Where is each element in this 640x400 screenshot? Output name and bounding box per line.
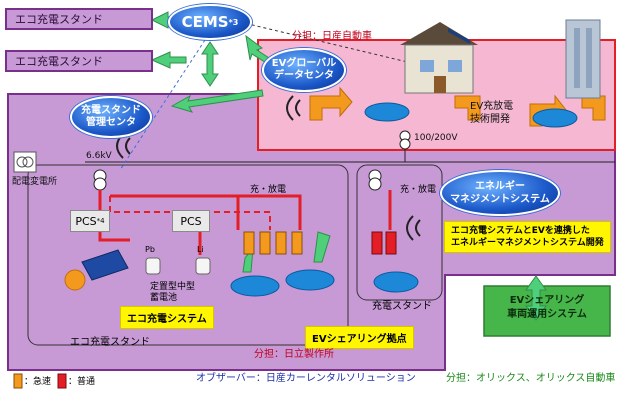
eco-charging-system-tag: エコ充電システム (120, 306, 214, 329)
red-line-1 (98, 190, 130, 242)
eco-stand-box-1: エコ充電スタンド (5, 8, 153, 30)
orange-arrow-2 (454, 95, 481, 121)
pcs4-box: PCS*4 (70, 210, 110, 232)
ev-sharing-hub-tag: EVシェアリング拠点 (305, 326, 414, 349)
house-roof (400, 22, 478, 45)
eco-charging-stand-bottom-label: エコ充電スタンド (70, 337, 150, 348)
ev-global-data-center-node: EVグローバル データセンタ (262, 48, 346, 92)
charging-stand-right-label: 充電スタンド (372, 301, 432, 312)
energy-mgmt-dev-tag: エコ充電システムとEVを連携した エネルギーマネジメントシステム開発 (444, 221, 611, 254)
building-windows-1 (574, 28, 580, 88)
solar-panel-roof (448, 28, 470, 44)
house-window-2 (448, 60, 462, 72)
observer-label: オブザーバー：日産カーレンタルソリューション (196, 373, 416, 384)
arrow-mgmt-evdc (170, 89, 264, 113)
car-nissan-1 (364, 102, 410, 122)
wave-evdc-1 (295, 99, 301, 117)
battery-label: 定置型中型 蓄電池 (150, 282, 196, 303)
legend-normal-label: ：普通 (68, 377, 96, 387)
car-nissan-2 (532, 108, 578, 128)
energy-mgmt-node: エネルギー マネジメントシステム (440, 170, 560, 216)
ev-global-data-center-label: EVグローバル データセンタ (271, 57, 337, 82)
charger-normal-2 (385, 231, 397, 255)
pcs4-sup: *4 (96, 217, 105, 225)
cems-label: CEMS (181, 13, 229, 31)
charger-normal-1 (371, 231, 383, 255)
battery-li-label: Li (197, 245, 204, 254)
solar-panel (81, 249, 129, 281)
charging-stand-mgmt-node: 充電スタンド 管理センタ (70, 96, 152, 138)
arrow-vert-cems (201, 41, 219, 87)
car-eco-2 (285, 269, 335, 291)
house-window-1 (420, 60, 434, 72)
eco-chargers (243, 231, 303, 255)
right-stand-inner-box (356, 164, 443, 301)
house-door (434, 76, 446, 93)
transformer-left-2 (93, 177, 107, 191)
eco-stand-box-2-label: エコ充電スタンド (15, 55, 103, 68)
energy-mgmt-label: エネルギー マネジメントシステム (450, 181, 550, 205)
charger-fast-1 (243, 231, 255, 255)
wave-mgmt-1 (125, 137, 131, 155)
transformer-right-2 (368, 177, 382, 191)
battery-li (195, 257, 211, 275)
green-arrow-car-2 (313, 231, 331, 263)
battery-pb (145, 257, 161, 275)
cems-sup: *3 (228, 17, 239, 27)
substation-label: 配電変電所 (12, 177, 58, 187)
orix-share-label: 分担：オリックス、オリックス自動車 (446, 373, 616, 384)
voltage-100-200-label: 100/200V (414, 133, 458, 143)
substation-icon (13, 151, 37, 173)
eco-stand-inner-box (27, 164, 349, 346)
legend-fast-icon (13, 373, 23, 389)
sun-icon (64, 269, 86, 291)
substation-coil-1 (16, 156, 28, 168)
eco-stand-box-1-label: エコ充電スタンド (15, 13, 103, 26)
charger-fast-3 (275, 231, 287, 255)
building-windows-2 (586, 28, 592, 88)
house-illustration (400, 22, 478, 94)
orange-arrow-4 (581, 95, 606, 121)
red-line-2 (110, 194, 302, 230)
cars (230, 102, 578, 297)
right-chargers (371, 231, 397, 255)
dashed-cems-to-stand (119, 39, 206, 171)
car-right-stand (373, 271, 419, 293)
charge-discharge-right-label: 充・放電 (400, 185, 437, 195)
charger-fast-4 (291, 231, 303, 255)
legend-normal-icon (57, 373, 67, 389)
building-illustration (565, 19, 601, 99)
charger-fast-2 (259, 231, 271, 255)
building-body (565, 19, 601, 99)
arrow-ems-evsharing (525, 275, 547, 321)
pcs-label: PCS (180, 214, 202, 228)
eco-stand-box-2: エコ充電スタンド (5, 50, 153, 72)
ev-sharing-box-bg (483, 285, 611, 337)
hitachi-share-label: 分担：日立製作所 (254, 349, 334, 360)
orange-arrows (309, 86, 606, 127)
wave-ems-1 (415, 219, 421, 237)
pcs-box: PCS (172, 210, 210, 232)
nissan-share-label: 分担：日産自動車 (292, 31, 372, 42)
voltage-6-6kv-label: 6.6kV (86, 151, 112, 161)
wave-evdc-2 (286, 95, 294, 121)
legend-fast-label: ：急速 (24, 377, 52, 387)
substation-coil-2 (22, 156, 34, 168)
charging-stand-mgmt-label: 充電スタンド 管理センタ (81, 104, 141, 129)
ev-sharing-vehicle-system-label: EVシェアリング 車両運用システム (507, 295, 587, 320)
transformer-100v-2 (399, 138, 411, 150)
battery-pb-label: Pb (145, 245, 155, 254)
orange-arrow-1 (309, 86, 353, 121)
dashed-cems-to-house (239, 21, 421, 66)
wave-ems-2 (406, 215, 414, 241)
cems-node: CEMS*3 (168, 4, 252, 40)
pcs4-label: PCS (75, 214, 97, 228)
charge-discharge-left-label: 充・放電 (250, 185, 287, 195)
car-eco-1 (230, 275, 280, 297)
ev-charge-tech-label: EV充放電 技術開発 (470, 101, 514, 125)
arrow-left-2 (150, 51, 187, 69)
